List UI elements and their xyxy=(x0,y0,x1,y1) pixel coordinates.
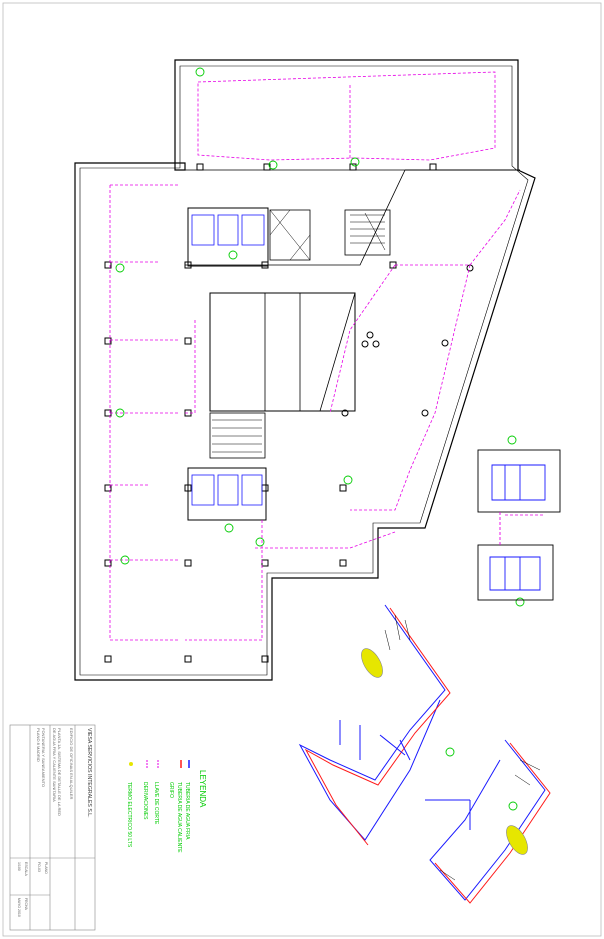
tb-box-d: FO-03 xyxy=(37,862,41,872)
tb-box-c: PLANO xyxy=(44,862,48,874)
legend-label-3: LLAVE DE CORTE xyxy=(153,782,159,825)
legend-label-1: TUBERIA DE AGUA CALIENTE xyxy=(176,782,182,853)
fixture-markers xyxy=(115,67,525,811)
tb-line3: DE AGUA FRIA Y CALIENTE SANITARIA xyxy=(52,728,57,802)
tb-box-b: 1/100 xyxy=(17,862,21,871)
legend-label-2: GRIFO xyxy=(168,782,174,798)
legend-label-0: TUBERIA DE AGUA FRIA xyxy=(184,782,190,840)
tb-line2: PLANTA 1A. SISTEMA DE DETALLE DE LA RED xyxy=(57,728,62,816)
tb-line4: FONTANERIA Y SANEAMIENTO xyxy=(41,728,46,787)
stair-north xyxy=(344,209,391,256)
stair-south-steps xyxy=(212,419,262,453)
isometric-scheme-2 xyxy=(425,739,551,904)
detail-box-1 xyxy=(477,449,561,513)
stair-south xyxy=(209,412,266,459)
floor-plan xyxy=(74,59,536,681)
legend-item-0: TUBERIA DE AGUA FRIA xyxy=(184,760,190,840)
water-heater-1 xyxy=(361,648,383,678)
wing-divider xyxy=(185,169,406,266)
legend-item-4: DERIVACIONES xyxy=(142,760,148,820)
legend: LEYENDA TUBERIA DE AGUA FRIA TUBERIA DE … xyxy=(126,760,207,853)
tb-line1: EDIFICIO DE OFICINAS EN ALQUILER xyxy=(69,728,74,799)
title-block xyxy=(9,724,96,931)
legend-title: LEYENDA xyxy=(198,770,207,808)
tb-line5: PLANO 8 MADRID xyxy=(36,728,41,762)
stair-north-steps xyxy=(350,212,386,251)
legend-label-4: DERIVACIONES xyxy=(142,782,148,820)
tb-box-f: MAYO 2010 xyxy=(17,898,21,917)
tb-box-e: FECHA xyxy=(24,898,28,911)
branch-pipes xyxy=(109,71,545,641)
core-ramp xyxy=(319,292,356,412)
isometric-scheme-1 xyxy=(298,604,451,846)
legend-item-1: TUBERIA DE AGUA CALIENTE xyxy=(176,760,182,853)
legend-item-5: TERMO ELECTRICO 50 LTS xyxy=(126,762,133,848)
legend-item-2: GRIFO xyxy=(168,782,174,798)
water-heater-2 xyxy=(506,825,528,855)
legend-item-3: LLAVE DE CORTE xyxy=(153,760,159,825)
detail-box-2 xyxy=(477,544,554,601)
legend-label-5: TERMO ELECTRICO 50 LTS xyxy=(126,782,132,848)
lift-x4 xyxy=(289,234,311,261)
toilet-core-south xyxy=(187,467,267,521)
detail-toilets xyxy=(477,449,561,601)
lift-x2 xyxy=(269,209,291,236)
central-core xyxy=(209,292,356,412)
tb-company: VIESA SERVICIOS INTEGRALES S.L. xyxy=(86,728,92,818)
toilet-core-north xyxy=(187,207,269,267)
building-outline-inner xyxy=(79,65,529,676)
toilet-fixtures xyxy=(191,214,265,506)
title-block-text: VIESA SERVICIOS INTEGRALES S.L. EDIFICIO… xyxy=(17,728,92,917)
tb-box-a: ESCALA xyxy=(24,862,28,876)
